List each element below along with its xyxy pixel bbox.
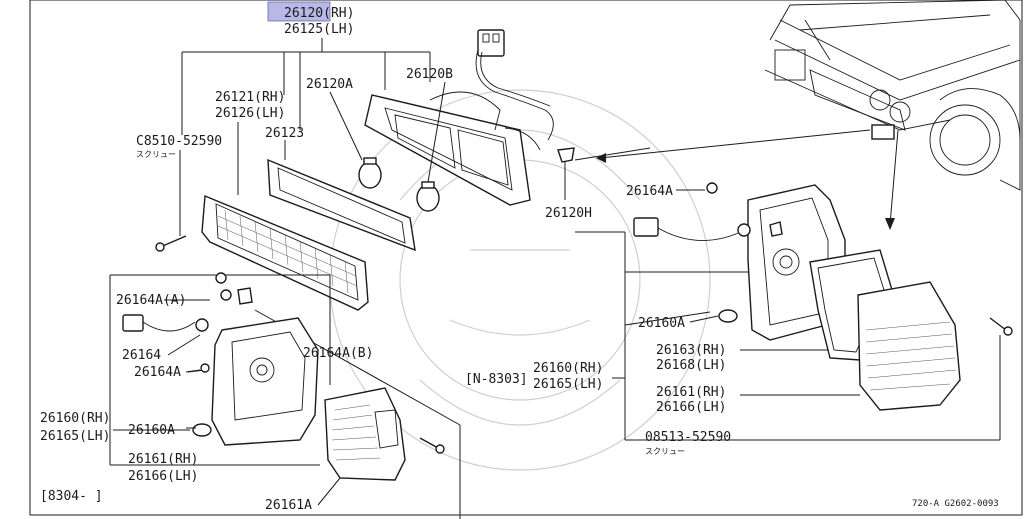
left-marker-screw	[419, 437, 445, 454]
label-c8510-52590: C8510-52590	[136, 134, 222, 149]
bulb-26120a	[329, 91, 382, 189]
label-26160a-left: 26160A	[128, 423, 175, 438]
label-leaders	[113, 299, 719, 506]
labels-top: 26120(RH) 26125(LH) 26121(RH) 26126(LH) …	[136, 6, 592, 221]
clip-26120h	[557, 147, 575, 200]
wiring-harness-top	[475, 29, 554, 141]
label-26160-rh-right: 26160(RH)	[533, 361, 603, 376]
label-26166-lh-left: 26166(LH)	[128, 469, 198, 484]
label-26165-lh-left: 26165(LH)	[40, 429, 110, 444]
right-marker-connector	[633, 182, 783, 241]
label-range-n8303: [N-8303]	[465, 372, 528, 387]
label-08513-52590: 08513-52590	[645, 430, 731, 445]
left-marker-connector	[122, 272, 253, 373]
right-marker-screw	[989, 317, 1013, 336]
gasket-26123	[267, 158, 416, 252]
front-lamp-housing-top	[364, 91, 541, 206]
label-26164a-left: 26164A	[134, 365, 181, 380]
label-26161a: 26161A	[265, 498, 312, 513]
label-26163-rh: 26163(RH)	[656, 343, 726, 358]
label-26161-rh-left: 26161(RH)	[128, 452, 198, 467]
label-26120h: 26120H	[545, 206, 592, 221]
pointer-arrows	[596, 129, 895, 230]
labels-left: 26164A(A) 26164 26164A 26164A(B) 26160(R…	[40, 293, 373, 513]
label-26120b: 26120B	[406, 67, 453, 82]
left-marker-housing	[211, 317, 319, 446]
label-26165-lh-right: 26165(LH)	[533, 377, 603, 392]
label-26126-lh: 26126(LH)	[215, 106, 285, 121]
label-26164a-a: 26164A(A)	[116, 293, 186, 308]
label-26123: 26123	[265, 126, 304, 141]
label-26121-rh: 26121(RH)	[215, 90, 285, 105]
label-26120a: 26120A	[306, 77, 353, 92]
lens-26121	[201, 194, 369, 311]
label-26160a-right: 26160A	[638, 316, 685, 331]
right-bracket-lines	[574, 129, 1001, 441]
left-marker-bulb	[192, 423, 212, 437]
label-26120-rh: 26120(RH)	[284, 6, 354, 21]
diagram-frame	[29, 0, 1023, 516]
top-bracket-lines	[179, 38, 431, 236]
label-range-8304: [8304- ]	[40, 489, 103, 504]
car-front-view	[764, 0, 1021, 191]
highlight-box-26120	[267, 1, 331, 22]
label-26164a-right: 26164A	[626, 184, 673, 199]
labels-right: 26164A 26160A [N-8303] 26160(RH) 26165(L…	[465, 184, 999, 509]
right-marker-bulb	[718, 309, 738, 323]
label-screw-katakana-1: スクリュー	[136, 150, 176, 159]
right-marker-lens	[857, 281, 961, 411]
label-drawing-number: 720-A G2602-0093	[912, 499, 999, 509]
label-26166-lh-right: 26166(LH)	[656, 400, 726, 415]
label-26168-lh: 26168(LH)	[656, 358, 726, 373]
label-26164a-b: 26164A(B)	[303, 346, 373, 361]
label-screw-katakana-2: スクリュー	[645, 447, 685, 456]
label-26160-rh-left: 26160(RH)	[40, 411, 110, 426]
label-26161-rh-right: 26161(RH)	[656, 385, 726, 400]
label-26164: 26164	[122, 348, 161, 363]
bulb-26120b	[416, 81, 446, 212]
screw-c8510	[155, 235, 187, 252]
label-26125-lh: 26125(LH)	[284, 22, 354, 37]
left-marker-lens	[324, 387, 406, 481]
